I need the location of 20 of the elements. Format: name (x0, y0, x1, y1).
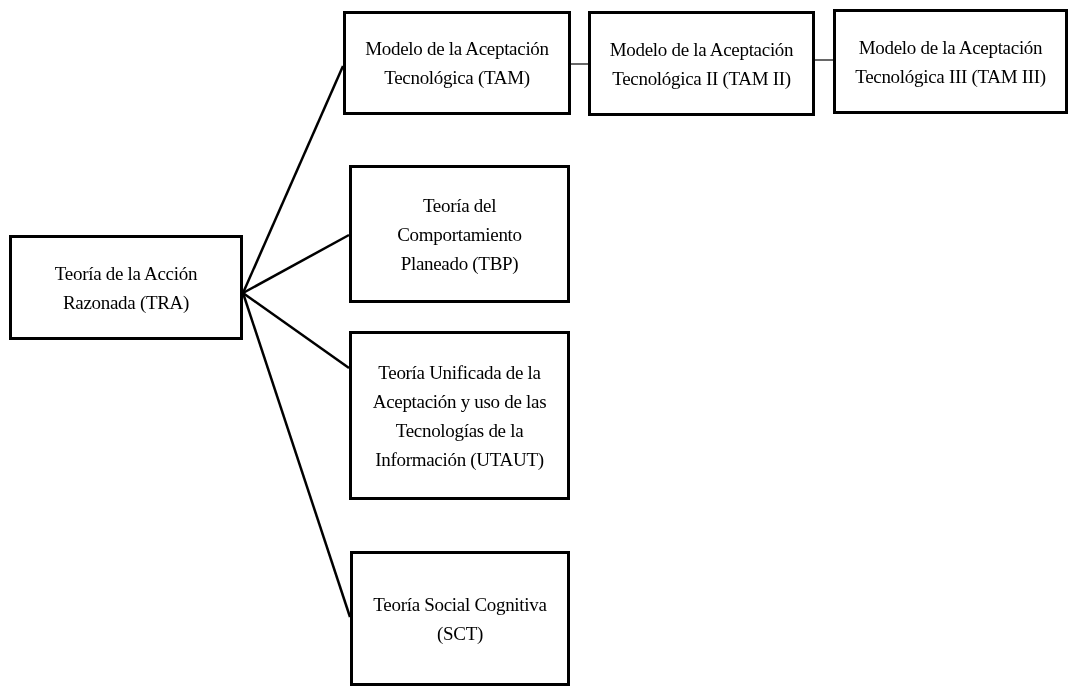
box-text: Teoría del Comportamiento Planeado (TBP) (396, 193, 523, 276)
connector-line (242, 291, 350, 370)
theory-box (588, 11, 815, 116)
connector-line (241, 292, 352, 618)
theory-box (833, 9, 1068, 114)
theory-box (350, 551, 570, 686)
box-text: Modelo de la Aceptación Tecnológica II (TAM II) (608, 37, 795, 91)
connector-line (814, 59, 834, 61)
box-text: Modelo de la Aceptación Tecnológica III (TAM III) (854, 35, 1047, 89)
connector-line (570, 63, 589, 65)
theory-box (349, 165, 570, 303)
theory-box (9, 235, 243, 340)
connector-line (242, 233, 350, 295)
theory-box (349, 331, 570, 500)
box-text: Teoría Social Cognitiva (SCT) (372, 592, 548, 646)
theory-box (343, 11, 571, 115)
connector-line (241, 65, 345, 294)
box-text: Modelo de la Aceptación Tecnológica (TAM) (364, 37, 550, 90)
box-text: Teoría de la Acción Razonada (TRA) (53, 261, 199, 315)
box-text: Teoría Unificada de la Aceptación y uso de las Tecnologías de la Información (UTAUT) (371, 360, 548, 472)
